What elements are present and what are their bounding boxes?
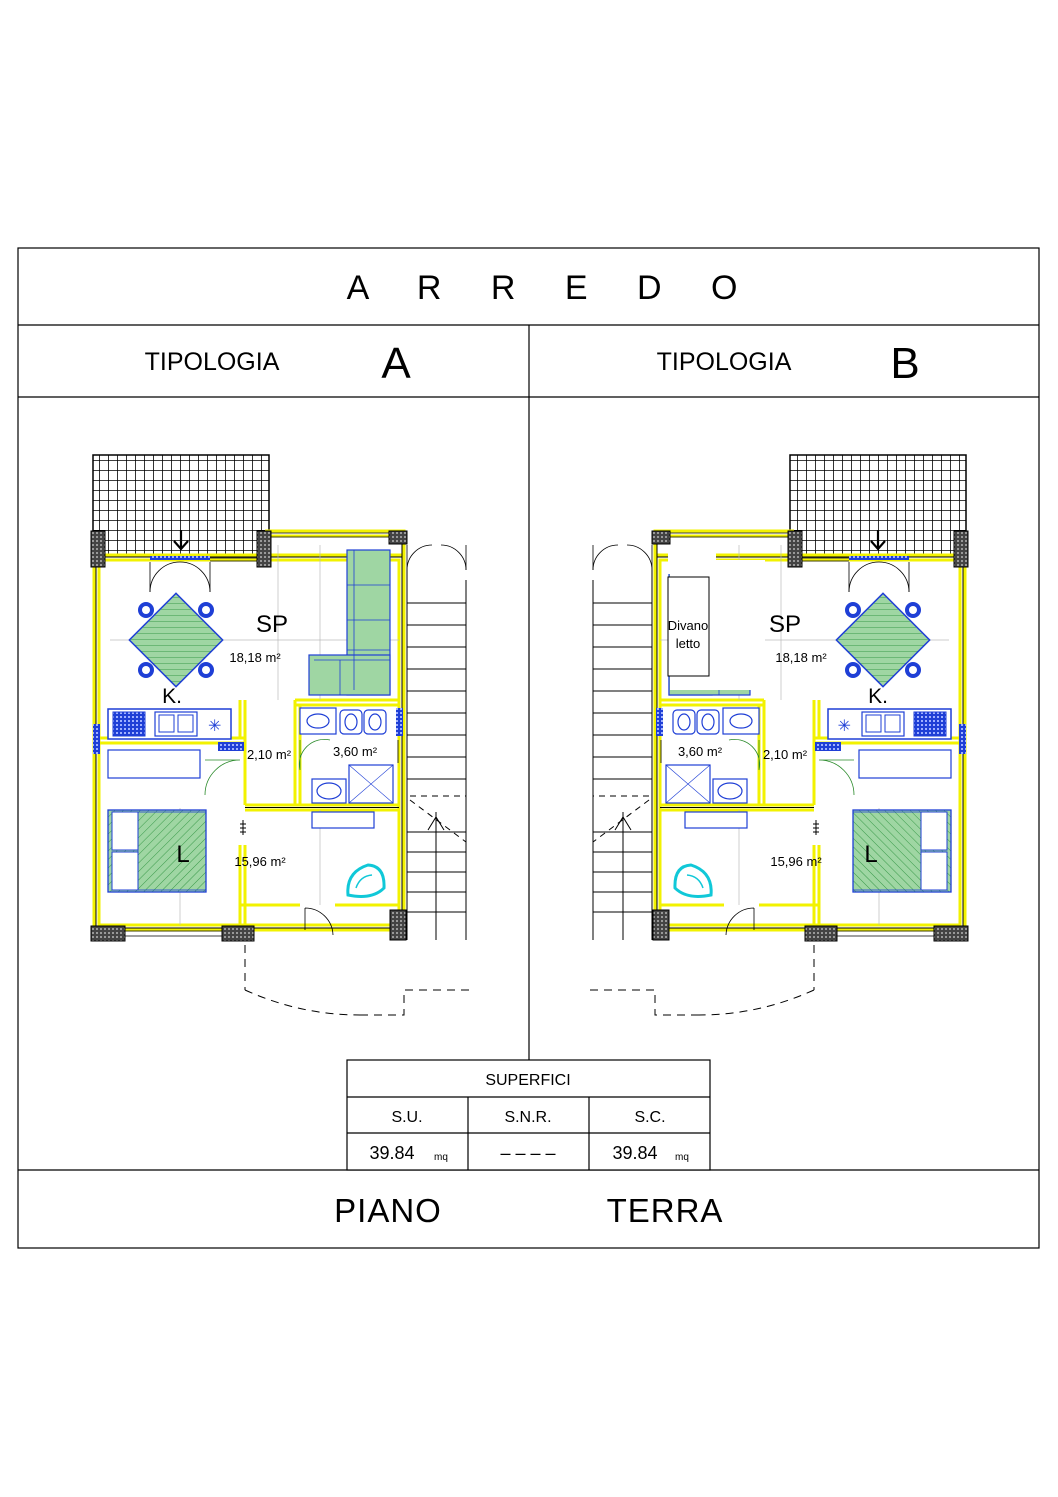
room-l-code-b: L xyxy=(864,841,877,868)
floor-plan-a: SP 18,18 m² K. 2,10 m² 3,60 m² L 15,96 m… xyxy=(89,453,472,1017)
room-k-code-a: K. xyxy=(162,685,182,708)
tipologia-a-letter: A xyxy=(381,339,411,388)
superfici-col-snr: S.N.R. xyxy=(504,1109,551,1126)
tipologia-b-label: TIPOLOGIA xyxy=(657,348,792,376)
footer-terra: TERRA xyxy=(607,1192,724,1229)
superfici-su-unit: mq xyxy=(434,1152,448,1163)
tipologia-b-letter: B xyxy=(890,339,919,388)
superfici-snr-value: – – – – xyxy=(500,1143,555,1163)
room-sp-code-b: SP xyxy=(769,611,801,638)
superfici-col-su: S.U. xyxy=(391,1109,422,1126)
room-sp-area-b: 18,18 m² xyxy=(775,650,827,665)
superfici-sc-value: 39.84 xyxy=(612,1143,657,1163)
floor-plan-b: Divano letto SP 18,18 m² K. 3,60 m² 2,10… xyxy=(587,453,970,1017)
room-l-area-a: 15,96 m² xyxy=(234,854,286,869)
room-bath-area-b: 3,60 m² xyxy=(678,744,723,759)
superfici-header: SUPERFICI xyxy=(485,1072,570,1089)
footer-piano: PIANO xyxy=(334,1192,442,1229)
room-sp-code-a: SP xyxy=(256,611,288,638)
sofa-bed-label-2: letto xyxy=(676,636,701,651)
superfici-table: SUPERFICI S.U. S.N.R. S.C. 39.84 mq – – … xyxy=(346,1059,711,1171)
room-l-area-b: 15,96 m² xyxy=(770,854,822,869)
room-bath-area-a: 3,60 m² xyxy=(333,744,378,759)
superfici-sc-unit: mq xyxy=(675,1152,689,1163)
title-block xyxy=(17,247,1040,1249)
superfici-su-value: 39.84 xyxy=(369,1143,414,1163)
superfici-col-sc: S.C. xyxy=(634,1109,665,1126)
room-l-code-a: L xyxy=(176,841,189,868)
room-k-code-b: K. xyxy=(868,685,888,708)
room-wc-area-a: 2,10 m² xyxy=(247,747,292,762)
room-sp-area-a: 18,18 m² xyxy=(229,650,281,665)
sofa-bed-label-1: Divano xyxy=(668,618,708,633)
room-wc-area-b: 2,10 m² xyxy=(763,747,808,762)
tipologia-a-label: TIPOLOGIA xyxy=(145,348,280,376)
sheet-title: A R R E D O xyxy=(347,269,758,307)
